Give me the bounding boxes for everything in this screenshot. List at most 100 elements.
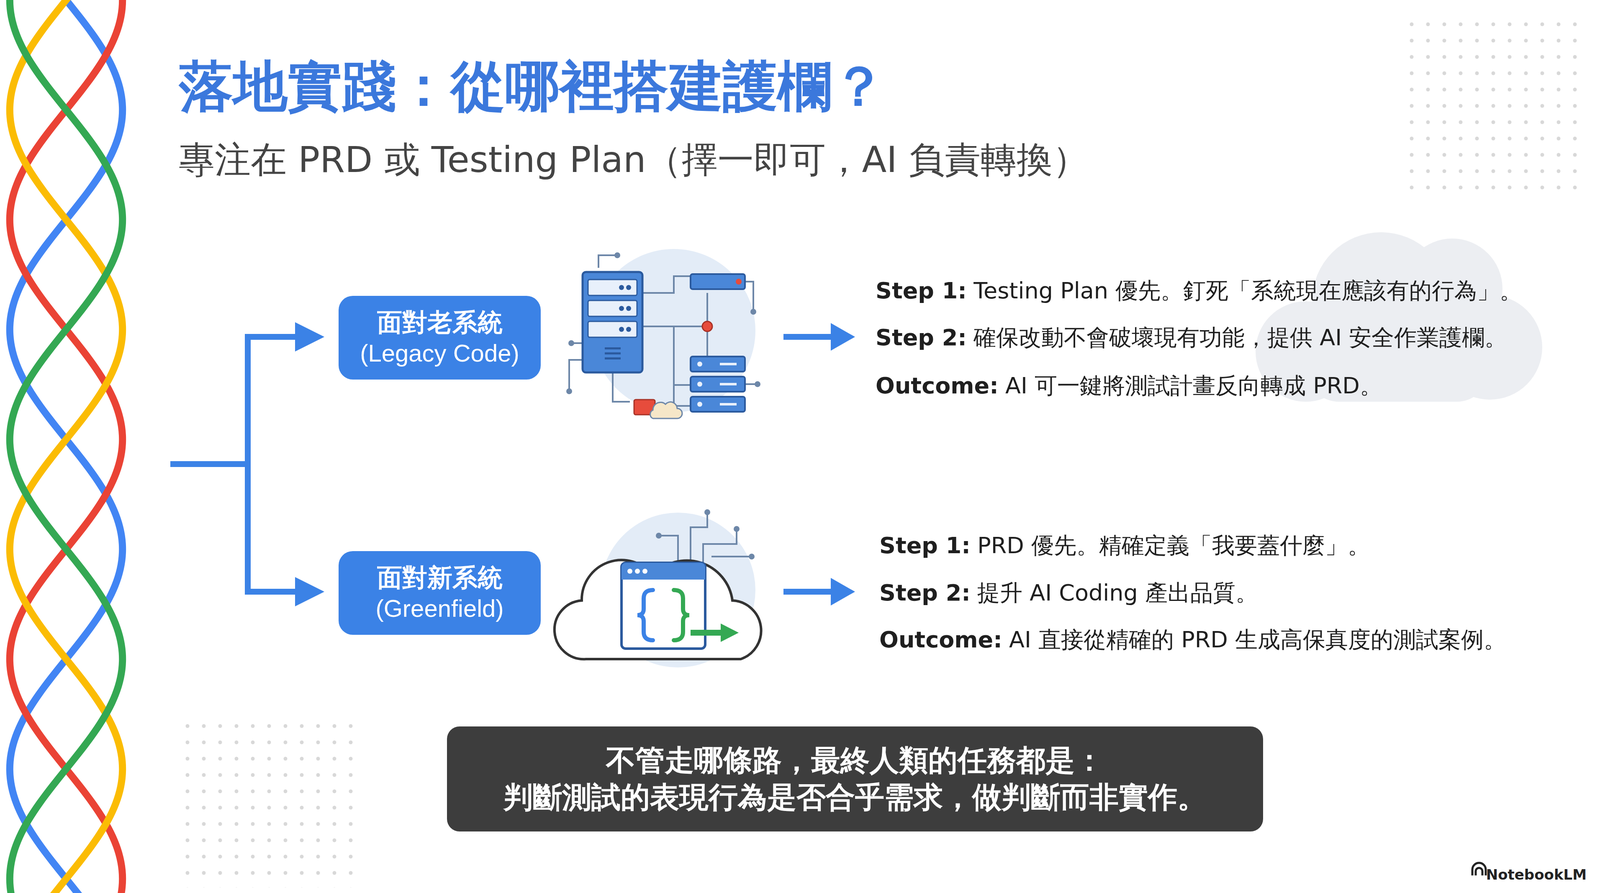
step-line: Step 1: bbox=[879, 531, 971, 561]
code-cloud-illustration-part-part bbox=[634, 568, 640, 574]
server-illustration-part-part bbox=[604, 357, 621, 360]
node-subtext: (Greenfield) bbox=[375, 593, 504, 625]
server-illustration-part-part bbox=[697, 401, 703, 407]
node-heading: 面對老系統 bbox=[377, 306, 503, 339]
server-illustration-part-part bbox=[626, 285, 632, 291]
code-cloud-illustration-part-part bbox=[704, 509, 711, 516]
server-illustration-part-part bbox=[626, 305, 632, 311]
slide-title: 落地實踐：從哪裡搭建護欄？ bbox=[178, 53, 887, 119]
server-illustration-part-part bbox=[690, 356, 745, 372]
flow-arrow bbox=[783, 323, 856, 606]
code-cloud-illustration-part-part bbox=[733, 526, 740, 532]
outcome-line-row: Outcome:AI 可一鍵將測試計畫反向轉成 PRD。 bbox=[875, 371, 1383, 401]
server-illustration-part-part bbox=[588, 279, 637, 296]
server-illustration-part bbox=[735, 278, 742, 285]
server-illustration-part-part bbox=[750, 308, 757, 315]
code-cloud-illustration-part-part bbox=[703, 531, 737, 563]
server-illustration-part-part bbox=[573, 342, 583, 345]
code-cloud-illustration bbox=[554, 509, 762, 668]
branch-connector-part bbox=[295, 577, 325, 607]
code-cloud-illustration-part-part bbox=[627, 568, 633, 574]
server-illustration-part-part bbox=[568, 340, 575, 347]
step-line: PRD 優先。精確定義「我要蓋什麼」。 bbox=[977, 531, 1371, 561]
step-line: Step 2: bbox=[879, 578, 971, 608]
helix bbox=[9, 0, 123, 893]
step-line: Testing Plan 優先。釘死「系統現在應該有的行為」。 bbox=[973, 276, 1523, 306]
server-illustration bbox=[566, 249, 761, 419]
system-box: 面對老系統(Legacy Code) bbox=[338, 295, 541, 380]
server-illustration-part-part bbox=[744, 383, 756, 386]
server-illustration-part bbox=[650, 402, 683, 419]
system-box: 面對新系統(Greenfield) bbox=[338, 551, 541, 635]
code-cloud-illustration-part bbox=[661, 514, 750, 563]
code-cloud-illustration-part-part bbox=[748, 553, 755, 560]
code-cloud-illustration-part bbox=[627, 568, 648, 574]
flow-arrow-part bbox=[830, 323, 856, 351]
conclusion-box: 不管走哪條路，最終人類的任務都是： 判斷測試的表現行為是否合乎需求，做判斷而非實… bbox=[446, 726, 1264, 832]
server-illustration-part-part bbox=[598, 255, 616, 268]
notebooklm-icon-part bbox=[1472, 862, 1486, 876]
server-illustration-part bbox=[582, 272, 643, 373]
server-illustration-part-part bbox=[588, 321, 637, 338]
node-heading: 面對新系統 bbox=[377, 562, 503, 594]
server-illustration-part-part bbox=[719, 362, 737, 366]
helix-strand bbox=[9, 0, 123, 893]
server-illustration-part bbox=[697, 361, 737, 407]
step-line-row: Step 1:Testing Plan 優先。釘死「系統現在應該有的行為」。 bbox=[875, 276, 1523, 306]
flow-arrow-part bbox=[830, 577, 856, 606]
outcome-line: AI 直接從精確的 PRD 生成高保真度的測試案例。 bbox=[1009, 625, 1507, 655]
server-illustration-part-part bbox=[690, 376, 745, 392]
code-cloud-illustration-part bbox=[554, 559, 762, 660]
server-illustration-part-part bbox=[618, 305, 625, 311]
dot-grid-part bbox=[173, 713, 358, 888]
server-illustration-part bbox=[690, 274, 745, 290]
code-cloud-illustration-part-part bbox=[711, 555, 750, 558]
step-line: Step 2: bbox=[875, 323, 967, 353]
helix-strand bbox=[9, 0, 123, 893]
step-line-row: Step 1:PRD 優先。精確定義「我要蓋什麼」。 bbox=[879, 531, 1371, 561]
server-illustration-part-part bbox=[612, 372, 630, 402]
code-cloud-illustration-part bbox=[690, 629, 725, 636]
server-illustration-part-part bbox=[618, 285, 625, 291]
notebooklm-icon bbox=[1472, 862, 1486, 876]
branch-connector bbox=[170, 322, 325, 607]
server-illustration-part-part bbox=[744, 281, 754, 310]
code-cloud-illustration-part bbox=[637, 590, 653, 641]
dot-grid-part bbox=[1407, 10, 1580, 195]
step-line-row: Step 2:確保改動不會破壞現有功能，提供 AI 安全作業護欄。 bbox=[875, 323, 1508, 353]
server-illustration-part-part bbox=[719, 382, 737, 386]
code-cloud-illustration-part-part bbox=[655, 532, 662, 539]
server-illustration-part-part bbox=[626, 326, 632, 332]
step-line: Step 1: bbox=[875, 276, 967, 306]
outcome-line: Outcome: bbox=[875, 371, 999, 401]
server-illustration-part-part bbox=[604, 352, 621, 355]
watermark: NotebookLM bbox=[1486, 865, 1587, 884]
server-illustration-part-part bbox=[642, 292, 708, 327]
server-illustration-part bbox=[588, 279, 637, 338]
code-cloud-illustration-part bbox=[621, 562, 706, 649]
server-illustration-part-part bbox=[697, 361, 703, 367]
server-illustration-part bbox=[702, 321, 713, 332]
server-illustration-part-part bbox=[754, 381, 761, 388]
server-illustration-part-part bbox=[604, 347, 621, 350]
step-line: 確保改動不會破壞現有功能，提供 AI 安全作業護欄。 bbox=[973, 323, 1508, 353]
subtitle: 專注在 PRD 或 Testing Plan（擇一即可，AI 負責轉換） bbox=[178, 136, 1089, 184]
outcome-line-row: Outcome:AI 直接從精確的 PRD 生成高保真度的測試案例。 bbox=[879, 625, 1507, 655]
code-cloud-illustration-part-part bbox=[690, 514, 708, 563]
server-illustration-part bbox=[569, 255, 756, 406]
subtitle-row: 專注在 PRD 或 Testing Plan（擇一即可，AI 負責轉換） bbox=[178, 136, 1089, 184]
server-illustration-part bbox=[690, 356, 745, 412]
watermark-row: NotebookLM bbox=[1486, 865, 1587, 884]
helix-strand bbox=[9, 0, 123, 893]
node-heading: 不管走哪條路，最終人類的任務都是： 判斷測試的表現行為是否合乎需求，做判斷而非實… bbox=[461, 742, 1249, 816]
step-line-row: Step 2:提升 AI Coding 產出品質。 bbox=[879, 578, 1259, 608]
server-illustration-part-part bbox=[673, 326, 691, 386]
code-cloud-illustration-part bbox=[673, 590, 690, 641]
code-cloud-illustration-part bbox=[621, 562, 706, 580]
branch-connector-part bbox=[295, 322, 325, 352]
server-illustration-part bbox=[566, 252, 761, 395]
server-illustration-part-part bbox=[569, 359, 583, 390]
branch-connector-part bbox=[170, 333, 302, 595]
